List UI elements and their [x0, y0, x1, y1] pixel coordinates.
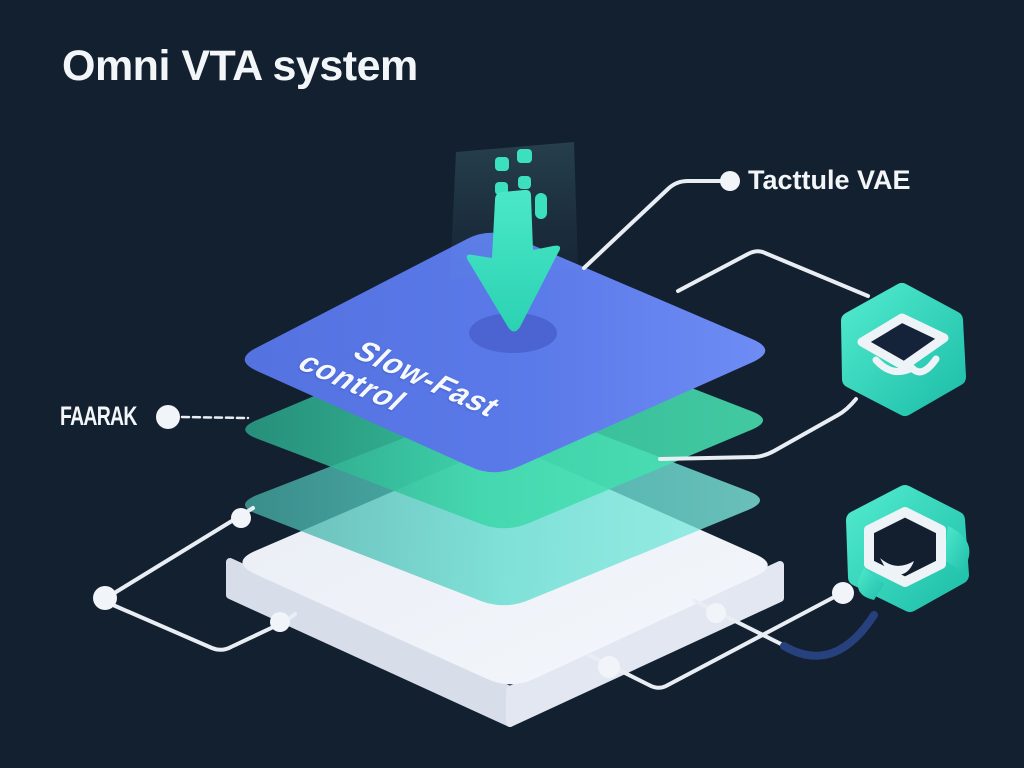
callout-label-tacttule-vae: Tacttule VAE [748, 165, 911, 195]
hexagon-box-icon [841, 283, 966, 416]
ring-glyph-wave [880, 558, 914, 575]
node-dots [93, 171, 854, 678]
node-dot [270, 612, 290, 632]
box-glyph-swoosh [872, 355, 940, 376]
connector-faarak [180, 415, 250, 420]
node-dot [231, 508, 251, 528]
hexagon-fin-right [944, 526, 970, 572]
node-dot [93, 586, 117, 610]
impact-ellipse [469, 313, 557, 353]
callout-label-faarak: FAARAK [60, 401, 137, 431]
node-dot [156, 405, 180, 429]
node-dot [598, 656, 620, 678]
box-glyph [857, 313, 949, 371]
down-arrow-icon [466, 189, 561, 332]
hexagon-fin-left [857, 568, 884, 600]
dots-pattern [495, 149, 547, 219]
page-title: Omni VTA system [62, 42, 418, 90]
connector-icon-top-upper [676, 249, 870, 298]
node-dot [706, 603, 726, 623]
hexagon-ring-icon [846, 485, 970, 612]
node-dot [832, 582, 854, 604]
highlight-stroke-navy [780, 611, 878, 660]
connector-tacttule-vae [582, 179, 732, 270]
node-dot [720, 171, 740, 191]
connector-bottom-right-a [587, 593, 840, 690]
connector-icon-top-lower [658, 397, 858, 461]
